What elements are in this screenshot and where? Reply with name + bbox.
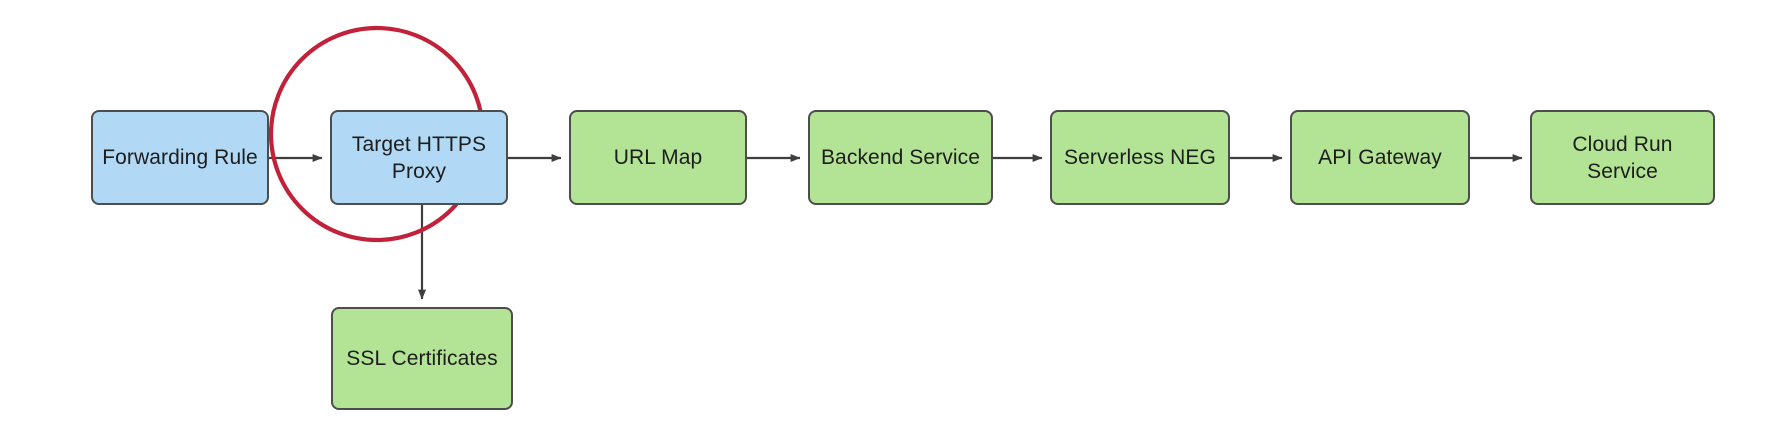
node-cloud-run-service[interactable]: Cloud Run Service bbox=[1530, 110, 1715, 205]
node-label-backend-service: Backend Service bbox=[820, 146, 981, 169]
node-label-api-gateway: API Gateway bbox=[1318, 146, 1442, 169]
node-url-map[interactable]: URL Map bbox=[569, 110, 747, 205]
node-label-url-map: URL Map bbox=[613, 146, 703, 169]
node-ssl-certificates[interactable]: SSL Certificates bbox=[331, 307, 513, 410]
node-label-forwarding-rule: Forwarding Rule bbox=[102, 146, 258, 169]
node-forwarding-rule[interactable]: Forwarding Rule bbox=[91, 110, 269, 205]
node-label-ssl-certificates: SSL Certificates bbox=[346, 347, 498, 370]
node-label-cloud-run-service: Cloud Run Service bbox=[1572, 132, 1673, 183]
node-label-target-https-proxy: Target HTTPS Proxy bbox=[351, 132, 487, 183]
node-api-gateway[interactable]: API Gateway bbox=[1290, 110, 1470, 205]
node-target-https-proxy[interactable]: Target HTTPS Proxy bbox=[330, 110, 508, 205]
node-serverless-neg[interactable]: Serverless NEG bbox=[1050, 110, 1230, 205]
node-backend-service[interactable]: Backend Service bbox=[808, 110, 993, 205]
node-label-serverless-neg: Serverless NEG bbox=[1064, 146, 1216, 169]
